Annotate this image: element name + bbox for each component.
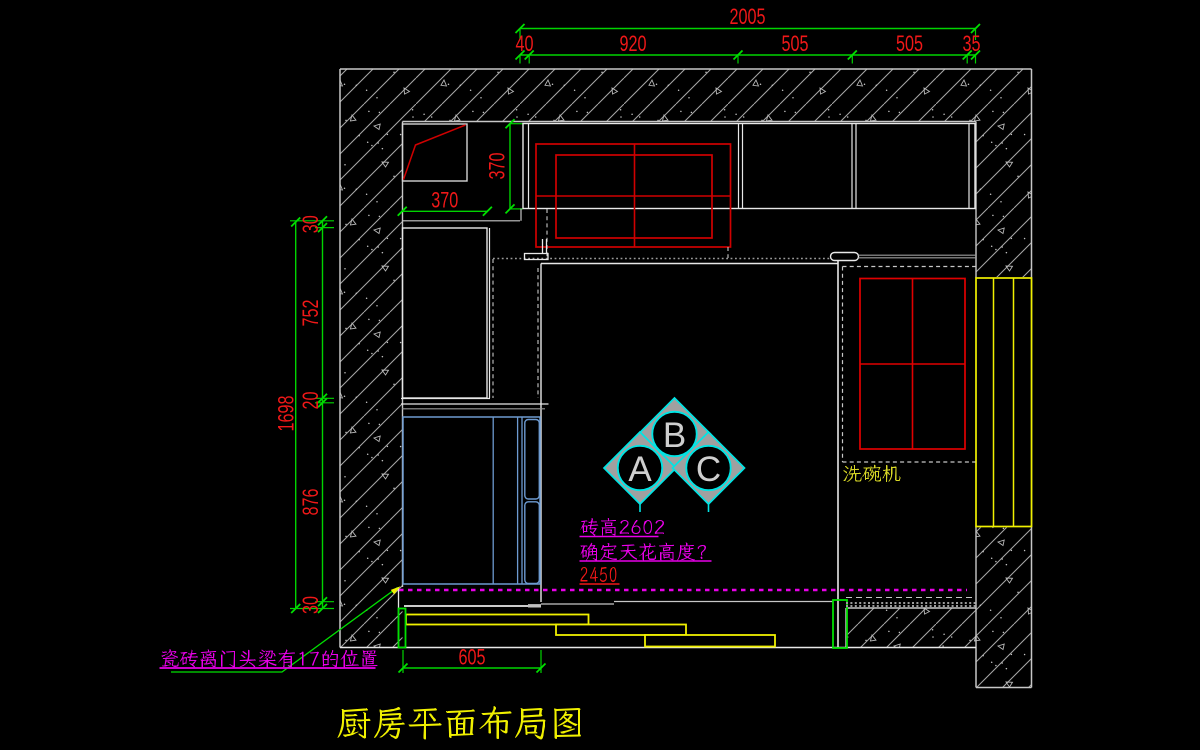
plinth-step-1: [405, 613, 590, 626]
tile-note-text: [161, 649, 378, 668]
leader-line: [171, 586, 398, 673]
dim-text: 30: [298, 215, 323, 233]
dim-370-v: 370: [485, 153, 510, 180]
duct-outline: [401, 123, 468, 182]
tall-cabinet: [401, 227, 549, 410]
marker-circle: [651, 410, 698, 458]
fridge-handle-bottom: [524, 501, 540, 585]
dim-tick: [290, 216, 301, 228]
dishwasher: [841, 265, 976, 482]
duct-flue-line: [402, 124, 466, 180]
dimension-door: 605: [397, 645, 547, 674]
wall-left: [340, 121, 403, 648]
door-jambs: [397, 587, 848, 649]
wall-cabinet-run: [522, 122, 976, 210]
marker-letter: C: [696, 450, 721, 489]
brick-height-text: [580, 518, 664, 536]
ceiling-height-text: [580, 567, 617, 582]
dim-text: 35: [963, 31, 981, 56]
dim-text: 30: [298, 596, 323, 614]
fridge: [402, 416, 541, 585]
ceiling-question-text: [580, 542, 706, 561]
dishwasher-label: [843, 464, 901, 482]
dim-top-total: 2005: [730, 4, 766, 29]
door-jamb-left: [397, 607, 407, 649]
elevation-markers: BA C: [602, 396, 746, 512]
dim-tick: [397, 662, 409, 674]
plinth-steps: [405, 613, 776, 648]
fridge-handle-top: [524, 418, 540, 500]
dim-tick: [535, 662, 547, 674]
wall-top: [340, 69, 1032, 122]
dim-605: 605: [459, 645, 486, 670]
wall-cabinets: [522, 122, 976, 210]
height-annotations: [579, 518, 712, 585]
dimension-top: 2005 40 920 505 505 35: [514, 4, 981, 64]
dim-tick: [482, 206, 493, 217]
dim-text: 40: [516, 31, 534, 56]
marker-letter: A: [628, 450, 652, 489]
plinth-step-3: [644, 634, 776, 648]
dim-370-h: 370: [431, 188, 458, 213]
marker-letter: B: [663, 416, 686, 455]
dim-left-total: 1698: [274, 396, 299, 432]
dim-text: 20: [298, 392, 323, 410]
walls: [339, 68, 1033, 689]
fridge-outline: [402, 416, 541, 585]
door-track-end: [829, 251, 860, 262]
wall-bottom: [846, 608, 976, 648]
dimension-duct: 370 370: [397, 118, 523, 217]
drawing-title: [337, 706, 581, 740]
dim-text: 920: [620, 31, 647, 56]
dim-tick: [397, 206, 408, 217]
countertop-lines: [404, 239, 976, 648]
duct-box: [401, 123, 522, 222]
window-frame: [975, 277, 1033, 528]
tile-note: [159, 586, 401, 673]
door-jamb-right: [832, 599, 848, 649]
cad-rect: [523, 252, 549, 261]
dim-text: 876: [298, 489, 323, 516]
dim-text: 505: [782, 31, 809, 56]
dim-text: 505: [896, 31, 923, 56]
window-right: [975, 277, 1033, 528]
plinth-step-2: [555, 623, 687, 636]
tall-cabinet-outline: [401, 227, 488, 399]
marker-circle: [616, 444, 664, 492]
range-hood: [535, 143, 732, 258]
dim-text: 752: [298, 300, 323, 327]
sill-lines: [846, 596, 976, 607]
dimension-left: 1698 30 752 20 876 30: [274, 215, 334, 614]
marker-circle: [685, 444, 732, 492]
leader-arrow: [390, 586, 401, 595]
